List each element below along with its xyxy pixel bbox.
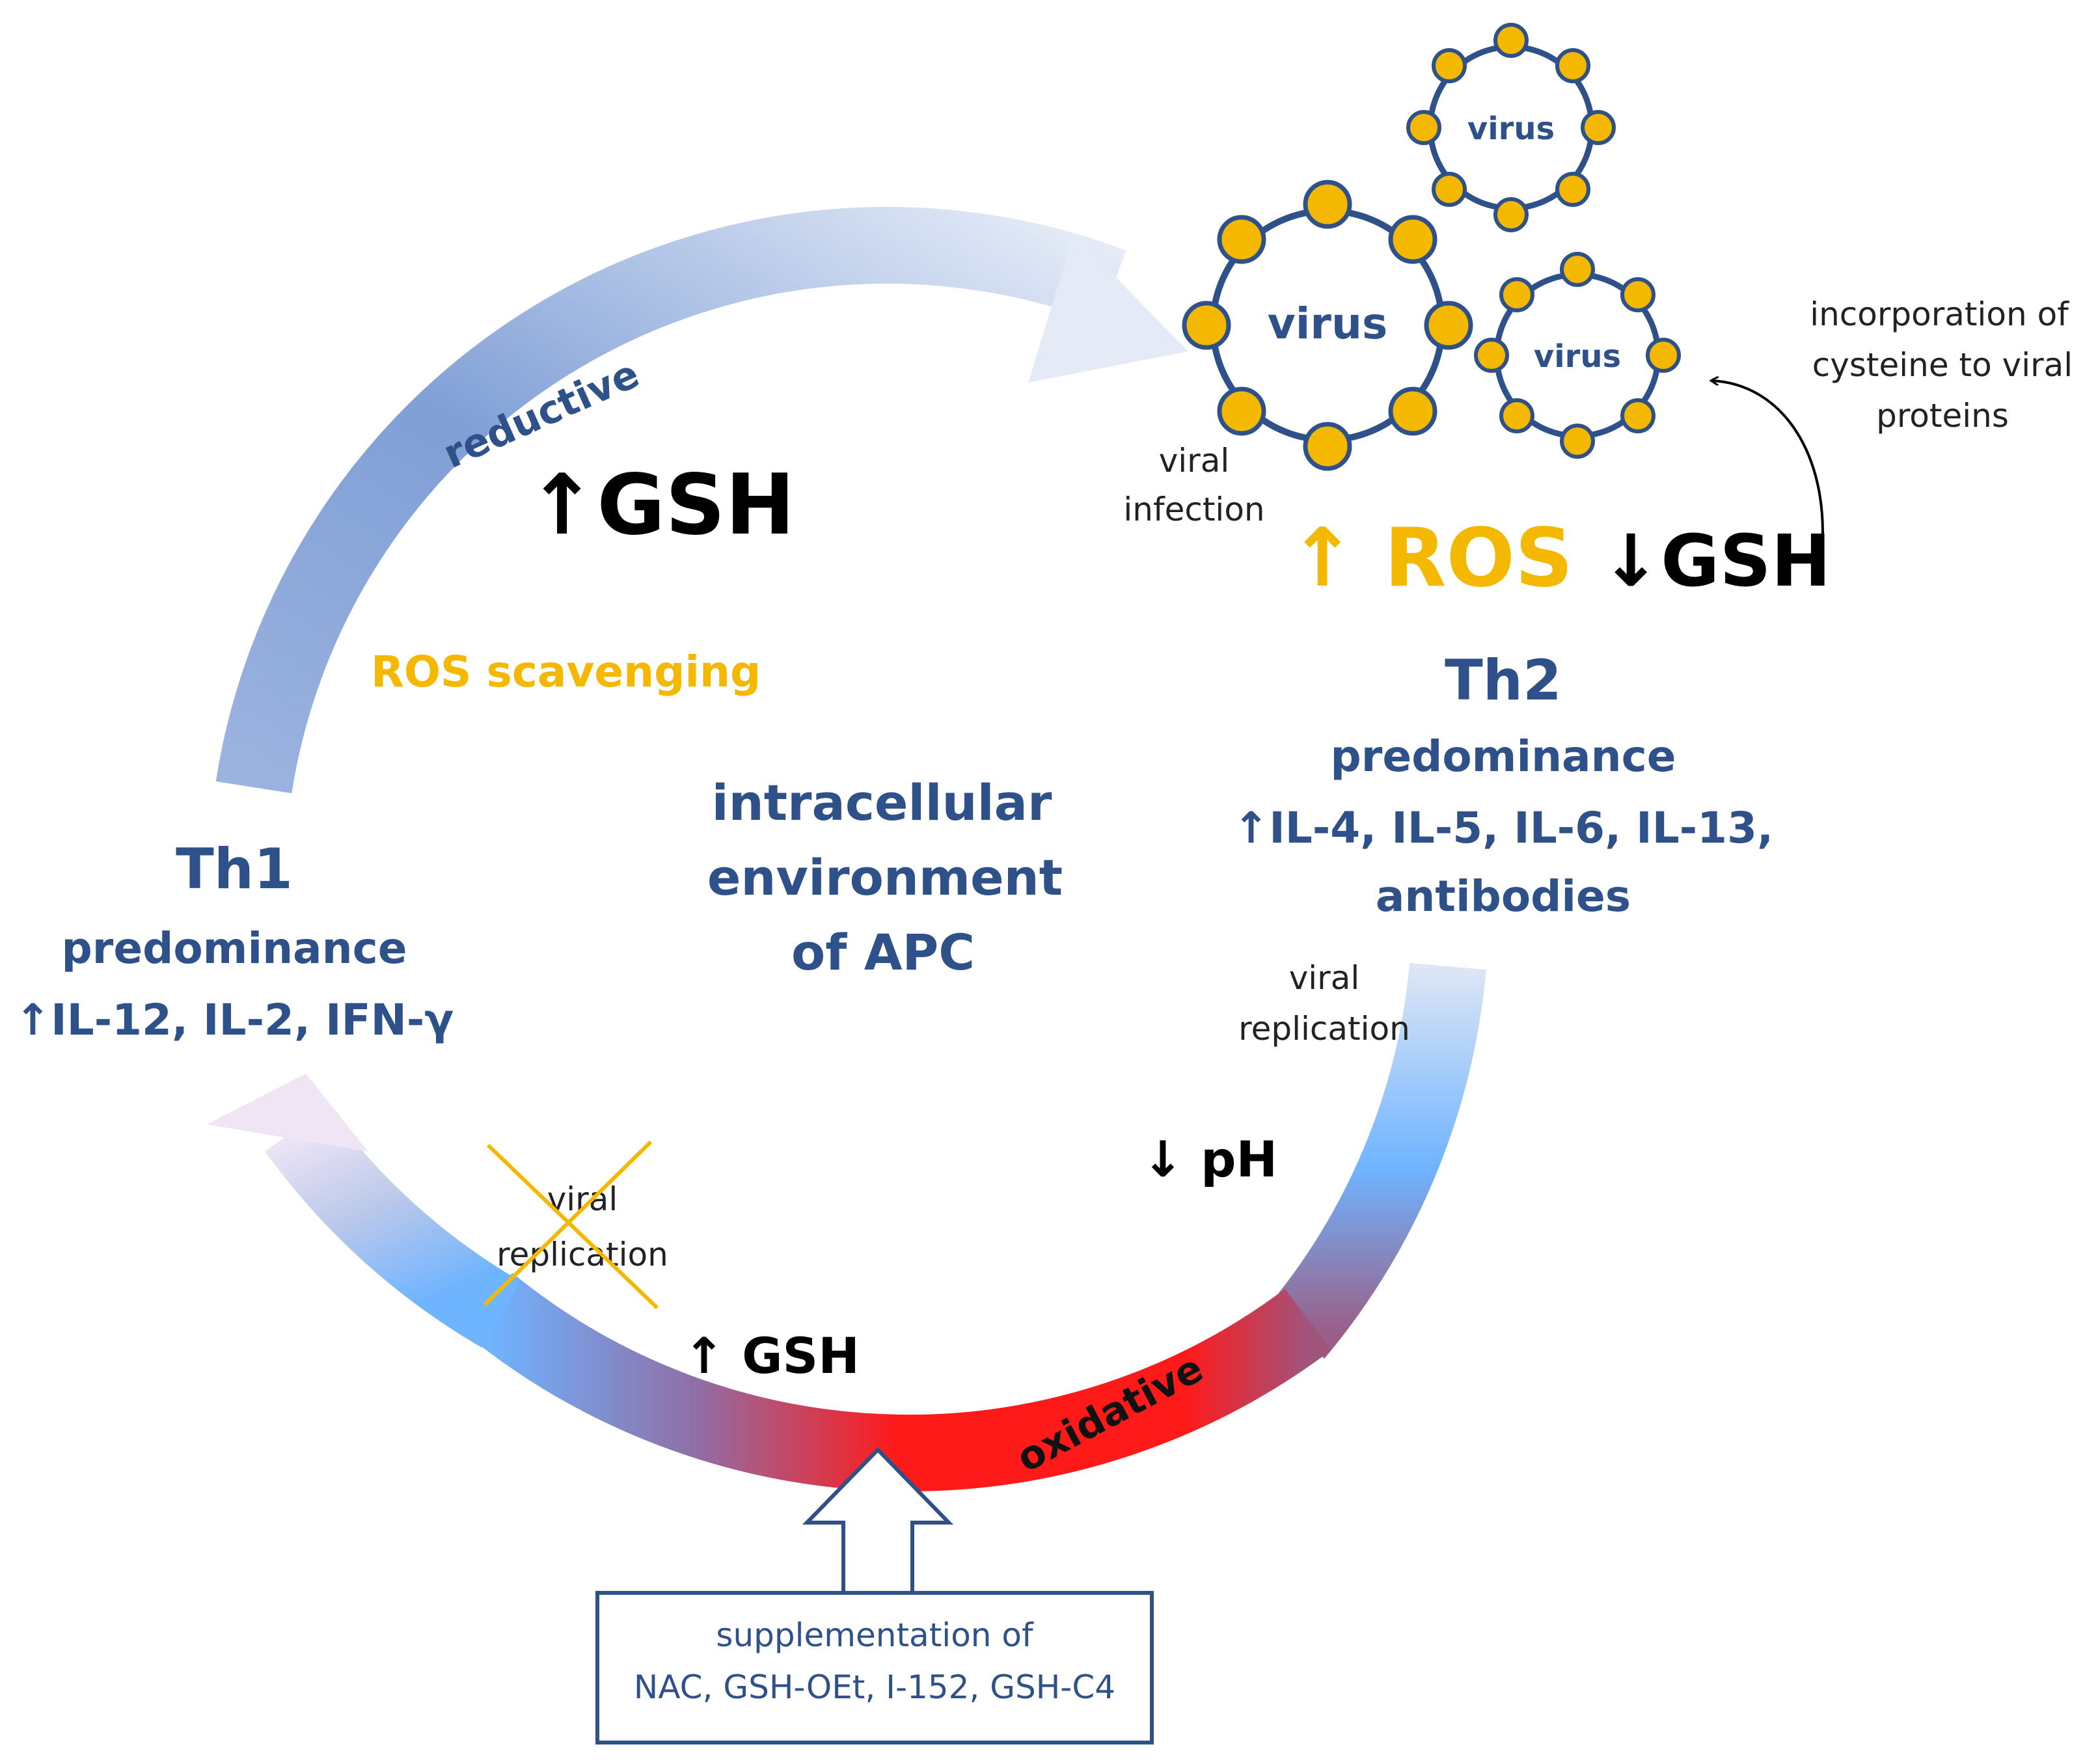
virus-top-label: virus <box>1467 111 1555 147</box>
incorporation-line-3: proteins <box>1876 397 2009 435</box>
center-label: intracellular environment of APC <box>707 774 1063 981</box>
ph-down-label: ↓ pH <box>1142 1130 1277 1188</box>
th2-subtitle: predominance <box>1331 731 1676 781</box>
th1-block: Th1 predominance ↑IL-12, IL-2, IFN-γ <box>15 837 454 1045</box>
ros-scavenging-label: ROS scavenging <box>371 647 761 697</box>
incorporation-label: incorporation of cysteine to viral prote… <box>1810 295 2073 435</box>
virus-small-label: virus <box>1534 338 1621 375</box>
ros-up-label: ↑ ROS <box>1288 511 1573 605</box>
th2-block: Th2 predominance ↑IL-4, IL-5, IL-6, IL-1… <box>1233 648 1773 921</box>
virus-large-label: virus <box>1268 299 1387 349</box>
reductive-arc <box>215 206 1188 794</box>
virus-large: virus <box>1182 180 1473 471</box>
center-label-line-1: intracellular <box>712 774 1052 832</box>
virus-small: virus <box>1474 252 1681 459</box>
viral-replication-right: viral replication <box>1238 959 1410 1048</box>
gsh-up-small: ↑ GSH <box>683 1327 860 1385</box>
th1-subtitle: predominance <box>62 923 407 973</box>
incorporation-line-2: cysteine to viral <box>1812 346 2073 384</box>
gsh-up-large: ↑GSH <box>527 457 795 554</box>
center-label-line-2: environment <box>707 848 1063 906</box>
cysteine-incorporation-arrow <box>1711 381 1824 550</box>
th2-title: Th2 <box>1445 648 1562 713</box>
viral-replication-right-line-1: viral <box>1289 959 1360 997</box>
supplementation-line-1: supplementation of <box>716 1616 1034 1654</box>
viral-infection-label: viral infection <box>1123 442 1264 528</box>
incorporation-line-1: incorporation of <box>1810 295 2069 333</box>
oxidative-arc <box>207 962 1486 1492</box>
gsh-down-label: ↓GSH <box>1601 519 1831 603</box>
th2-cytokines-line-2: antibodies <box>1376 871 1631 921</box>
viral-infection-line-2: infection <box>1123 491 1264 528</box>
supplementation-line-2: NAC, GSH-OEt, I-152, GSH-C4 <box>634 1668 1115 1706</box>
supplementation-box <box>595 1591 1154 1744</box>
th1-title: Th1 <box>176 837 293 902</box>
viral-replication-blocked: viral replication <box>483 1140 668 1310</box>
blocked-cross-icon <box>483 1140 659 1310</box>
th1-cytokines: ↑IL-12, IL-2, IFN-γ <box>15 995 454 1045</box>
viral-infection-line-1: viral <box>1159 442 1230 480</box>
viral-replication-right-line-2: replication <box>1238 1010 1410 1048</box>
th2-cytokines-line-1: ↑IL-4, IL-5, IL-6, IL-13, <box>1233 803 1773 853</box>
virus-top: virus <box>1406 23 1616 232</box>
center-label-line-3: of APC <box>791 923 975 981</box>
